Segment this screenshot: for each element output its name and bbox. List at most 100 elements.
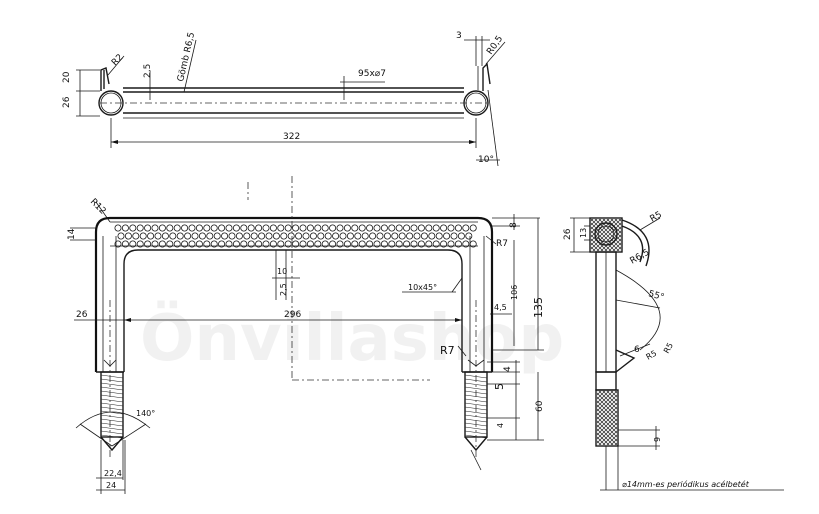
grip-hole <box>243 232 251 240</box>
grip-hole <box>395 224 403 232</box>
side-dim-9-label: 9 <box>653 437 662 442</box>
dim-106-label: 106 <box>510 285 519 300</box>
grip-hole <box>447 240 455 248</box>
grip-hole <box>173 224 181 232</box>
grip-hole <box>210 224 218 232</box>
grip-hole <box>144 224 152 232</box>
grip-hole <box>366 240 374 248</box>
grip-hole <box>284 224 292 232</box>
grip-hole <box>432 240 440 248</box>
grip-hole <box>343 224 351 232</box>
dim-8-label: 8 <box>509 222 519 228</box>
grip-hole <box>295 232 303 240</box>
thread-line <box>100 382 124 387</box>
grip-hole <box>373 240 381 248</box>
grip-hole <box>292 224 300 232</box>
grip-hole <box>151 240 159 248</box>
steel-insert-note: ⌀14mm-es periódikus acélbetét <box>622 479 750 489</box>
grip-hole <box>240 224 248 232</box>
grip-hole <box>380 240 388 248</box>
thread-line <box>100 430 124 435</box>
grip-hole <box>144 240 152 248</box>
thread-line <box>100 374 124 379</box>
dim-24-label: 24 <box>106 481 116 490</box>
grip-hole <box>388 224 396 232</box>
grip-hole <box>218 224 226 232</box>
dim-14-label: 14 <box>67 228 77 240</box>
grip-hole <box>232 224 240 232</box>
thread-line <box>464 426 488 431</box>
grip-hole <box>428 232 436 240</box>
grip-hole <box>228 232 236 240</box>
grip-hole <box>410 224 418 232</box>
side-dim-26-label: 26 <box>563 228 573 240</box>
grip-hole <box>124 232 132 240</box>
dim-20-label: 20 <box>62 71 72 83</box>
thread-line <box>100 434 124 439</box>
dim-322-label: 322 <box>283 132 300 142</box>
grip-hole <box>195 240 203 248</box>
grip-hole <box>262 240 270 248</box>
grip-hole <box>136 224 144 232</box>
grip-hole <box>366 224 374 232</box>
grip-hole <box>188 224 196 232</box>
grip-hole <box>132 232 140 240</box>
chamfer-label: 10x45° <box>408 283 437 292</box>
grip-hole <box>184 232 192 240</box>
grip-hole <box>440 224 448 232</box>
grip-hole <box>314 240 322 248</box>
grip-hole <box>398 232 406 240</box>
dim-5-label: 5 <box>493 383 506 390</box>
grip-hole <box>432 224 440 232</box>
grip-hole <box>161 232 169 240</box>
grip-hole <box>114 224 122 232</box>
dim-25-front-label: 2,5 <box>279 283 288 296</box>
grip-hole <box>380 224 388 232</box>
grip-hole <box>277 224 285 232</box>
thread-line <box>100 410 124 415</box>
grip-hole <box>425 224 433 232</box>
thread-line <box>464 410 488 415</box>
grip-hole <box>302 232 310 240</box>
grip-hole <box>425 240 433 248</box>
dim-296-label: 296 <box>284 310 301 320</box>
top-left-tube-circle <box>98 90 124 116</box>
grip-hole <box>454 224 462 232</box>
grip-hole <box>457 232 465 240</box>
grip-hole <box>465 232 473 240</box>
thread-line <box>100 398 124 403</box>
grip-hole <box>255 224 263 232</box>
dim-60-label: 60 <box>535 400 545 412</box>
grip-hole <box>462 240 470 248</box>
grip-hole <box>247 240 255 248</box>
grip-hole <box>284 240 292 248</box>
thread-line <box>464 386 488 391</box>
grip-hole <box>351 224 359 232</box>
dim-3-label: 3 <box>456 31 462 41</box>
grip-hole <box>469 224 477 232</box>
grip-hole <box>195 224 203 232</box>
grip-hole <box>443 232 451 240</box>
thread-line <box>464 382 488 387</box>
dim-4b-label: 4 <box>496 423 505 428</box>
watermark-text: Önvillashop <box>140 300 564 376</box>
grip-hole <box>332 232 340 240</box>
grip-hole <box>447 224 455 232</box>
grip-hole <box>151 224 159 232</box>
grip-hole <box>440 240 448 248</box>
side-angle-55-label: 55° <box>647 289 665 303</box>
angle-10-label: 10° <box>478 155 494 165</box>
grip-hole <box>277 240 285 248</box>
grip-hole <box>391 232 399 240</box>
dim-45-label: 4,5 <box>494 303 507 312</box>
grip-hole <box>198 232 206 240</box>
thread-line <box>100 386 124 391</box>
grip-hole <box>158 240 166 248</box>
dim-26-label: 26 <box>62 96 72 108</box>
grip-hole <box>351 240 359 248</box>
grip-hole <box>235 232 243 240</box>
grip-hole <box>169 232 177 240</box>
grip-hole <box>191 232 199 240</box>
thread-line <box>100 422 124 427</box>
